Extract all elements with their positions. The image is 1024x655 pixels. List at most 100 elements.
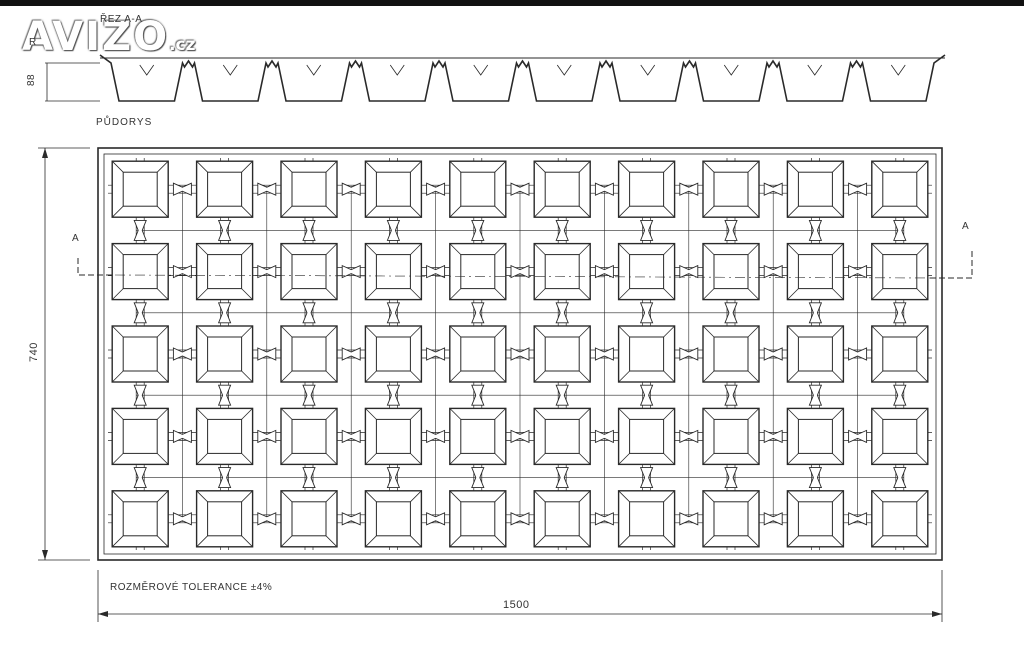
cup-rib <box>306 64 322 76</box>
connector-vertical <box>386 467 401 489</box>
connector-vertical <box>639 219 654 241</box>
plan-cup-corners <box>111 160 169 218</box>
plan-cup-bottom <box>460 418 496 454</box>
connector-horizontal <box>257 512 277 526</box>
plan-cup-bottom <box>544 254 580 290</box>
cup-rib <box>222 64 238 76</box>
plan-cup-corners <box>871 243 929 300</box>
plan-cup-corners <box>787 325 844 383</box>
plan-cup-bottom <box>375 254 411 290</box>
connector-horizontal <box>341 182 361 196</box>
connector-horizontal <box>679 429 699 444</box>
connector-vertical <box>893 467 907 489</box>
cup-rib <box>556 64 572 76</box>
plan-cup-bottom <box>460 501 496 537</box>
plan-cup-corners <box>787 160 844 218</box>
top-bar <box>0 0 1024 6</box>
connector-horizontal <box>848 429 868 444</box>
dim-740-arrow-top <box>42 148 48 158</box>
plan-cup-corners <box>365 243 422 300</box>
plan-cup-corners <box>280 243 338 300</box>
plan-cup-corners <box>871 490 929 548</box>
plan-cup-bottom <box>122 171 158 207</box>
plan-cup-bottom <box>460 254 496 290</box>
plan-cup-bottom <box>291 171 327 207</box>
plan-cup-corners <box>449 243 507 300</box>
plan-cup-bottom <box>207 254 243 290</box>
plan-cup-bottom <box>291 418 327 454</box>
cup-rib <box>389 64 405 76</box>
watermark-tld: .cz <box>169 35 196 55</box>
connector-vertical <box>555 219 569 241</box>
connector-vertical <box>808 467 823 489</box>
connector-horizontal <box>763 347 783 361</box>
corner-radius-label: R <box>29 37 37 48</box>
plan-cup-corners <box>196 160 253 218</box>
connector-horizontal <box>426 347 446 361</box>
connector-vertical <box>217 467 232 489</box>
plan-cup-bottom <box>797 254 833 290</box>
plan-cup-corners <box>365 408 422 465</box>
plan-cup-corners <box>449 325 507 383</box>
connector-horizontal <box>763 512 783 526</box>
plan-cup-corners <box>111 408 169 465</box>
connector-horizontal <box>510 429 530 444</box>
section-line-left <box>77 258 115 276</box>
connector-horizontal <box>426 264 446 279</box>
plan-cup-bottom <box>713 501 749 537</box>
plan-cup-corners <box>702 243 760 300</box>
cup-rib <box>723 64 739 76</box>
plan-cup-corners <box>449 408 507 465</box>
connector-vertical <box>386 302 401 324</box>
plan-cup-bottom <box>544 418 580 454</box>
plan-cup-corners <box>618 325 675 383</box>
connector-horizontal <box>172 347 192 361</box>
connector-horizontal <box>848 512 868 526</box>
plan-cup-corners <box>365 490 422 548</box>
connector-vertical <box>302 384 316 406</box>
plan-cup-bottom <box>544 336 580 372</box>
plan-cup-bottom <box>882 418 918 454</box>
connector-horizontal <box>763 182 783 196</box>
connector-vertical <box>639 302 654 324</box>
plan-cup-bottom <box>713 254 749 290</box>
connector-horizontal <box>679 512 699 526</box>
plan-cup-bottom <box>544 171 580 207</box>
connector-horizontal <box>172 182 192 196</box>
plan-cup-corners <box>533 325 591 383</box>
connector-horizontal <box>426 182 446 196</box>
connector-horizontal <box>341 347 361 361</box>
plan-cup-corners <box>196 325 253 383</box>
tolerance-note: ROZMĚROVÉ TOLERANCE ±4% <box>110 582 273 593</box>
plan-cup-bottom <box>375 336 411 372</box>
connector-horizontal <box>848 347 868 361</box>
connector-vertical <box>471 302 485 324</box>
connector-vertical <box>893 384 907 406</box>
connector-vertical <box>471 467 485 489</box>
connector-horizontal <box>426 429 446 444</box>
connector-horizontal <box>679 264 699 279</box>
plan-cup-bottom <box>629 254 665 290</box>
plan-cup-bottom <box>122 501 158 537</box>
connector-horizontal <box>172 264 192 279</box>
plan-cup-corners <box>280 160 338 218</box>
connector-horizontal <box>594 512 614 526</box>
plan-cup-bottom <box>882 171 918 207</box>
plan-cup-corners <box>365 325 422 383</box>
plan-cup-corners <box>111 490 169 548</box>
plan-cup-bottom <box>629 501 665 537</box>
dimension-1500: 1500 <box>503 599 530 611</box>
connector-vertical <box>724 219 738 241</box>
cup-rib <box>473 64 489 76</box>
connector-horizontal <box>172 429 192 444</box>
plan-cup-bottom <box>544 501 580 537</box>
connector-vertical <box>386 384 401 406</box>
plan-cup-corners <box>111 243 169 300</box>
connector-horizontal <box>341 429 361 444</box>
plan-cup-corners <box>196 408 253 465</box>
plan-cup-bottom <box>122 254 158 290</box>
plan-cup-corners <box>449 160 507 218</box>
section-marker-right: A <box>962 221 970 232</box>
connector-vertical <box>555 467 569 489</box>
connector-vertical <box>893 219 907 241</box>
